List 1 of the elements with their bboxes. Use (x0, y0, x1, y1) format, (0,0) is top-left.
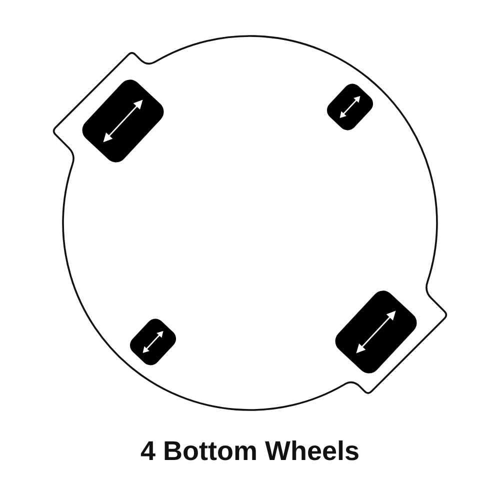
caption: 4 Bottom Wheels (140, 436, 360, 468)
